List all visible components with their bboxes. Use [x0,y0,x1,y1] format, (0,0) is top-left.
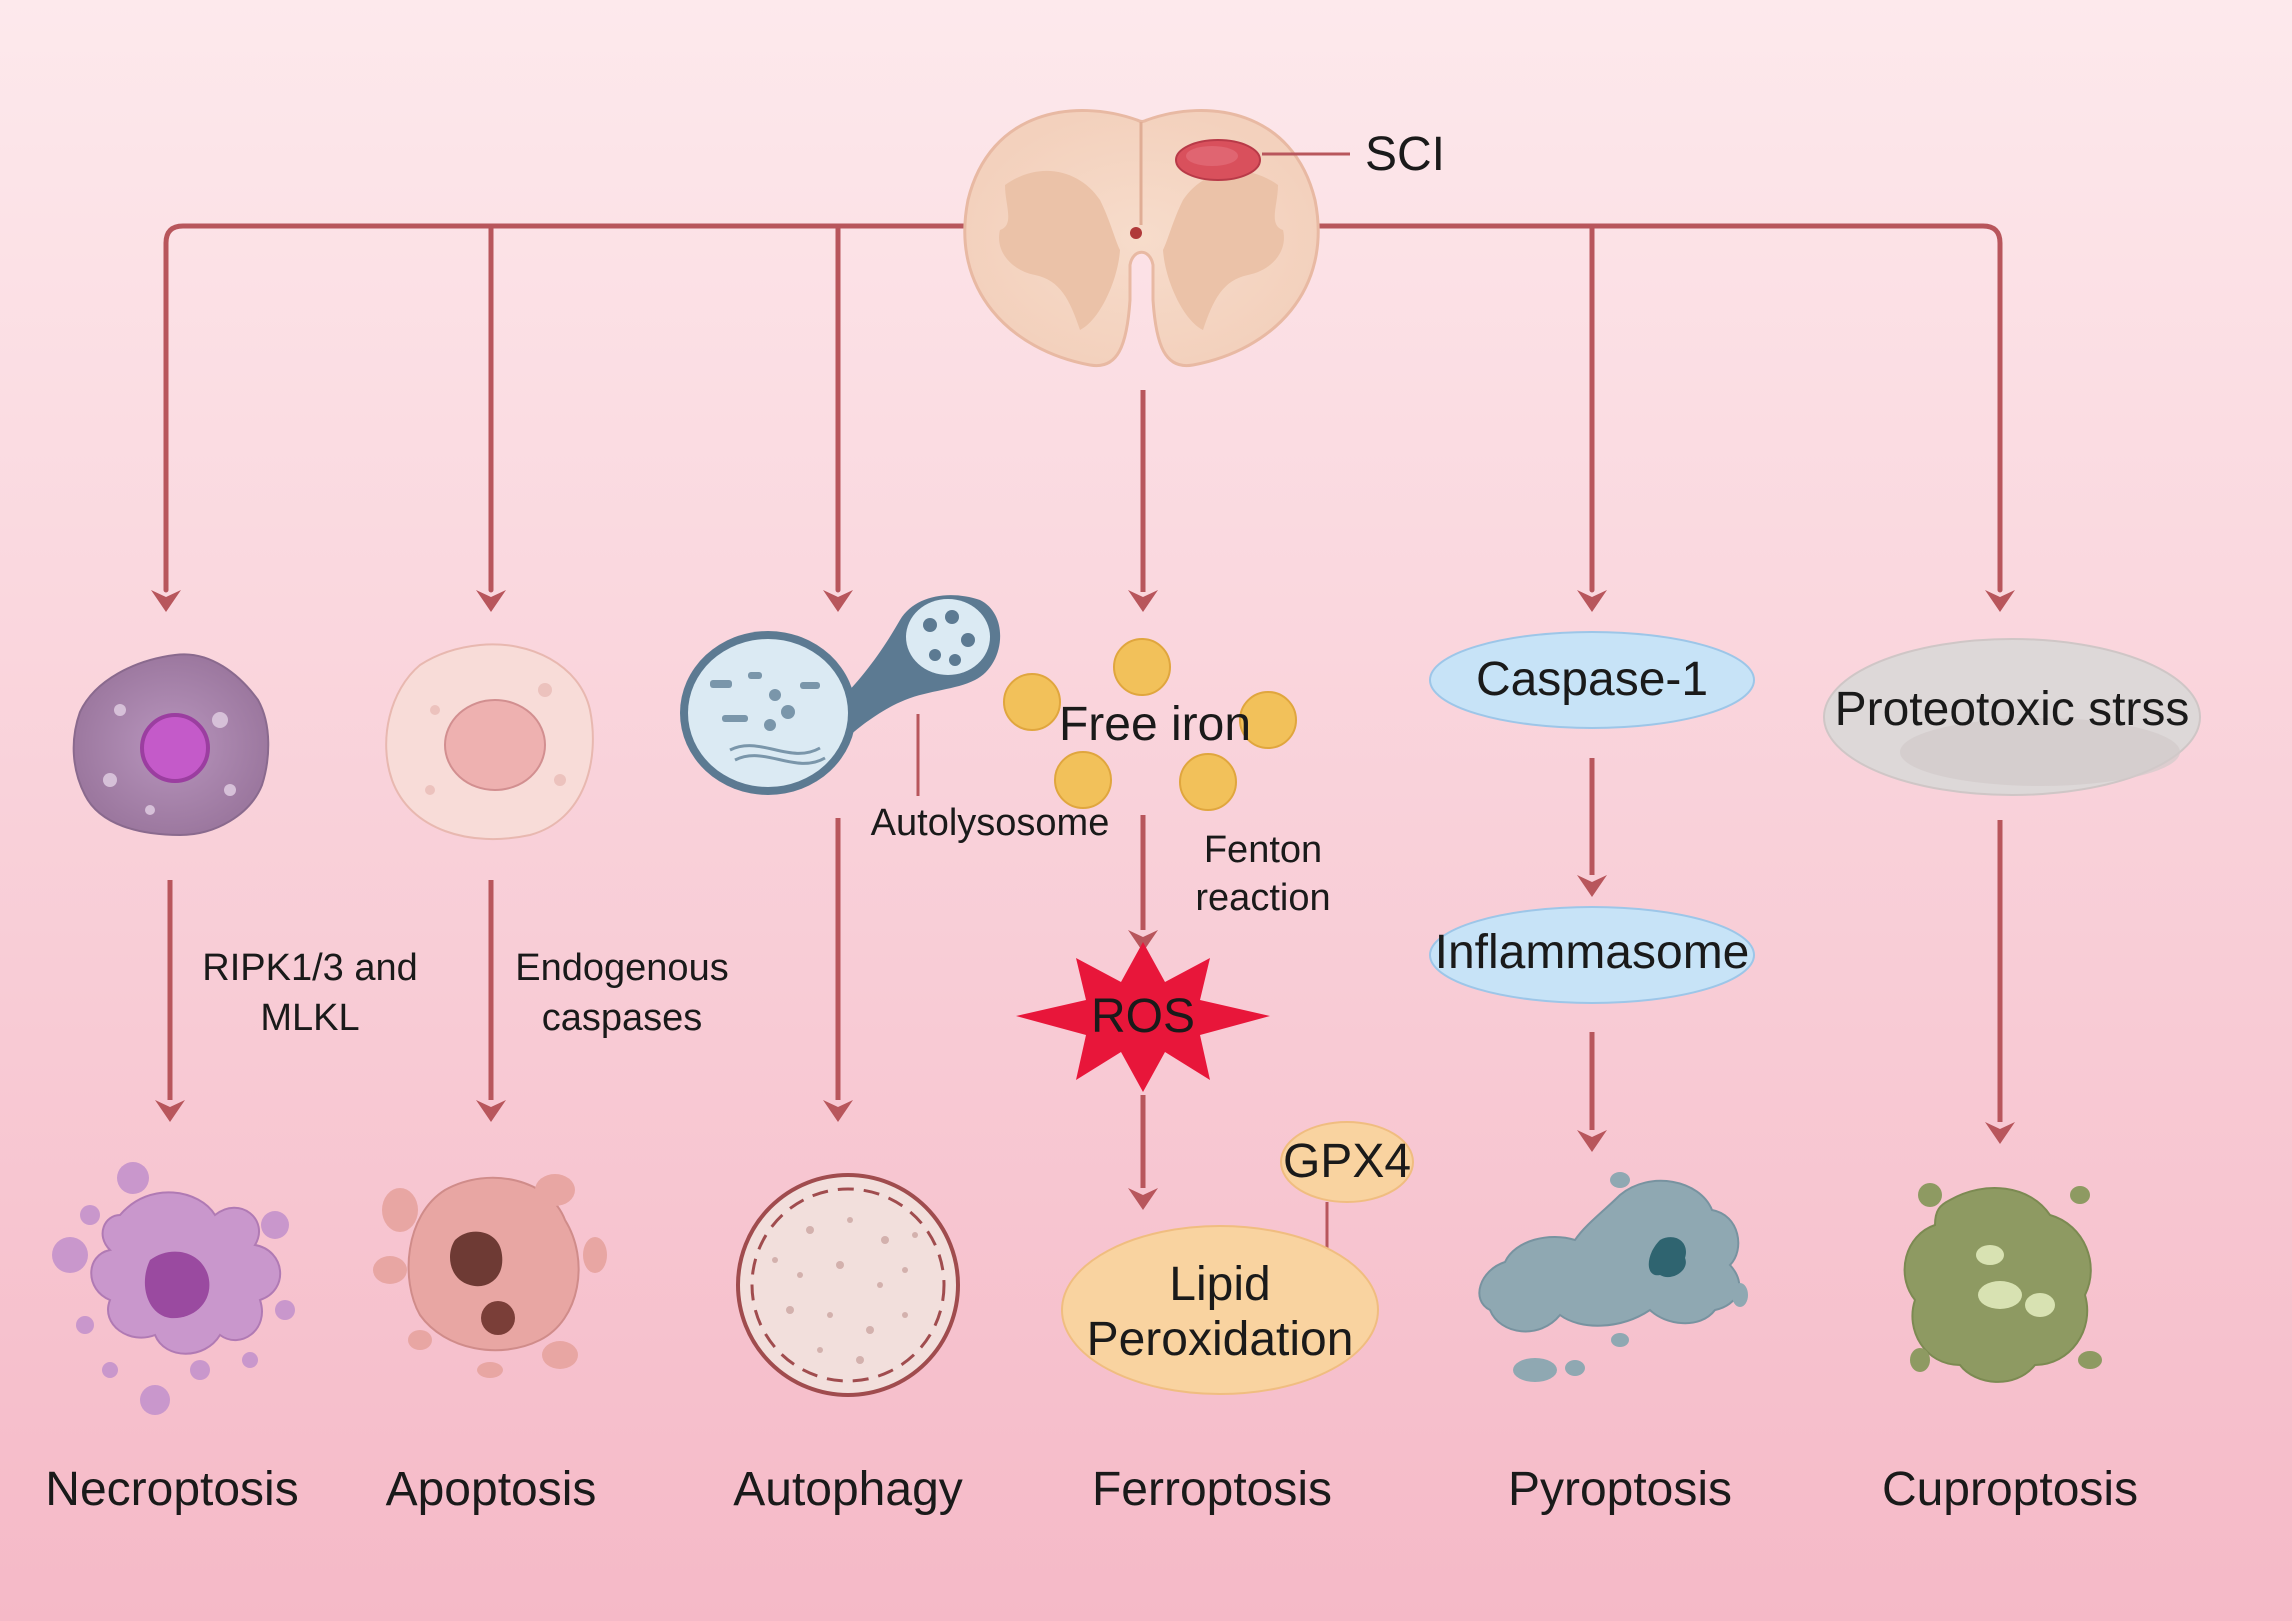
ros-star-icon [1016,942,1270,1092]
necroptosis-mediator-line2: MLKL [260,997,359,1039]
connector-lines [163,223,2003,593]
fenton-line1: Fenton [1204,829,1322,871]
connector-right [1305,223,2003,593]
necroptosis-mediator-line1: RIPK1/3 and [202,947,417,989]
fenton-line2: reaction [1195,877,1330,919]
proteotoxic-label: Proteotoxic strss [1835,683,2190,736]
arrowhead-apoptosis-lower [476,1100,506,1122]
necroptosis-cell-icon [52,1162,295,1415]
arrowhead-necroptosis-lower [155,1100,185,1122]
arrowhead-apoptosis [476,590,506,612]
sci-label: SCI [1365,128,1445,181]
pyroptosis-cell-icon [1478,1172,1748,1382]
arrowhead-autophagy [823,590,853,612]
arrowhead-ferroptosis-fenton [1128,930,1158,952]
necroptosis-label: Necroptosis [45,1463,298,1516]
apoptosis-cell-icon [373,1174,607,1378]
pyroptosis-label: Pyroptosis [1508,1463,1732,1516]
arrowhead-ferroptosis-lipid [1128,1188,1158,1210]
lipid-peroxidation-oval [1061,1225,1379,1395]
autophagy-label: Autophagy [733,1463,963,1516]
connector-left [163,223,968,593]
free-iron-label: Free iron [1059,698,1251,751]
caspase1-label: Caspase-1 [1476,653,1708,706]
apoptosis-initial-cell-icon [385,643,594,841]
arrowhead-autophagy-lower [823,1100,853,1122]
arrowhead-cuproptosis-lower [1985,1122,2015,1144]
apoptosis-label: Apoptosis [386,1463,597,1516]
ros-label: ROS [1091,990,1195,1043]
autophagy-cell-icon [736,1173,960,1397]
lipid-line2: Peroxidation [1087,1313,1354,1366]
apoptosis-mediator-line2: caspases [542,997,703,1039]
arrowhead-necroptosis [151,590,181,612]
caspase1-oval [1429,631,1755,729]
arrowhead-cuproptosis [1985,590,2015,612]
arrowhead-pyroptosis [1577,590,1607,612]
cuproptosis-label: Cuproptosis [1882,1463,2138,1516]
autolysosome-icon [680,595,1001,795]
arrowhead-pyroptosis-lower [1577,1130,1607,1152]
ferroptosis-label: Ferroptosis [1092,1463,1332,1516]
gpx4-label: GPX4 [1283,1135,1411,1188]
cuproptosis-cell-icon [1903,1183,2102,1383]
gpx4-oval [1280,1121,1414,1203]
apoptosis-mediator-line1: Endogenous [515,947,728,989]
inflammasome-label: Inflammasome [1435,926,1750,979]
arrowhead-pyroptosis-mid [1577,875,1607,897]
lipid-line1: Lipid [1169,1258,1270,1311]
spinal-cord-icon [963,109,1320,368]
free-iron-icons [1003,638,1297,811]
autolysosome-label: Autolysosome [871,802,1110,844]
inflammasome-oval [1429,906,1755,1004]
arrowheads-top [151,590,2015,612]
arrowhead-ferroptosis [1128,590,1158,612]
necroptosis-initial-cell-icon [72,653,270,837]
